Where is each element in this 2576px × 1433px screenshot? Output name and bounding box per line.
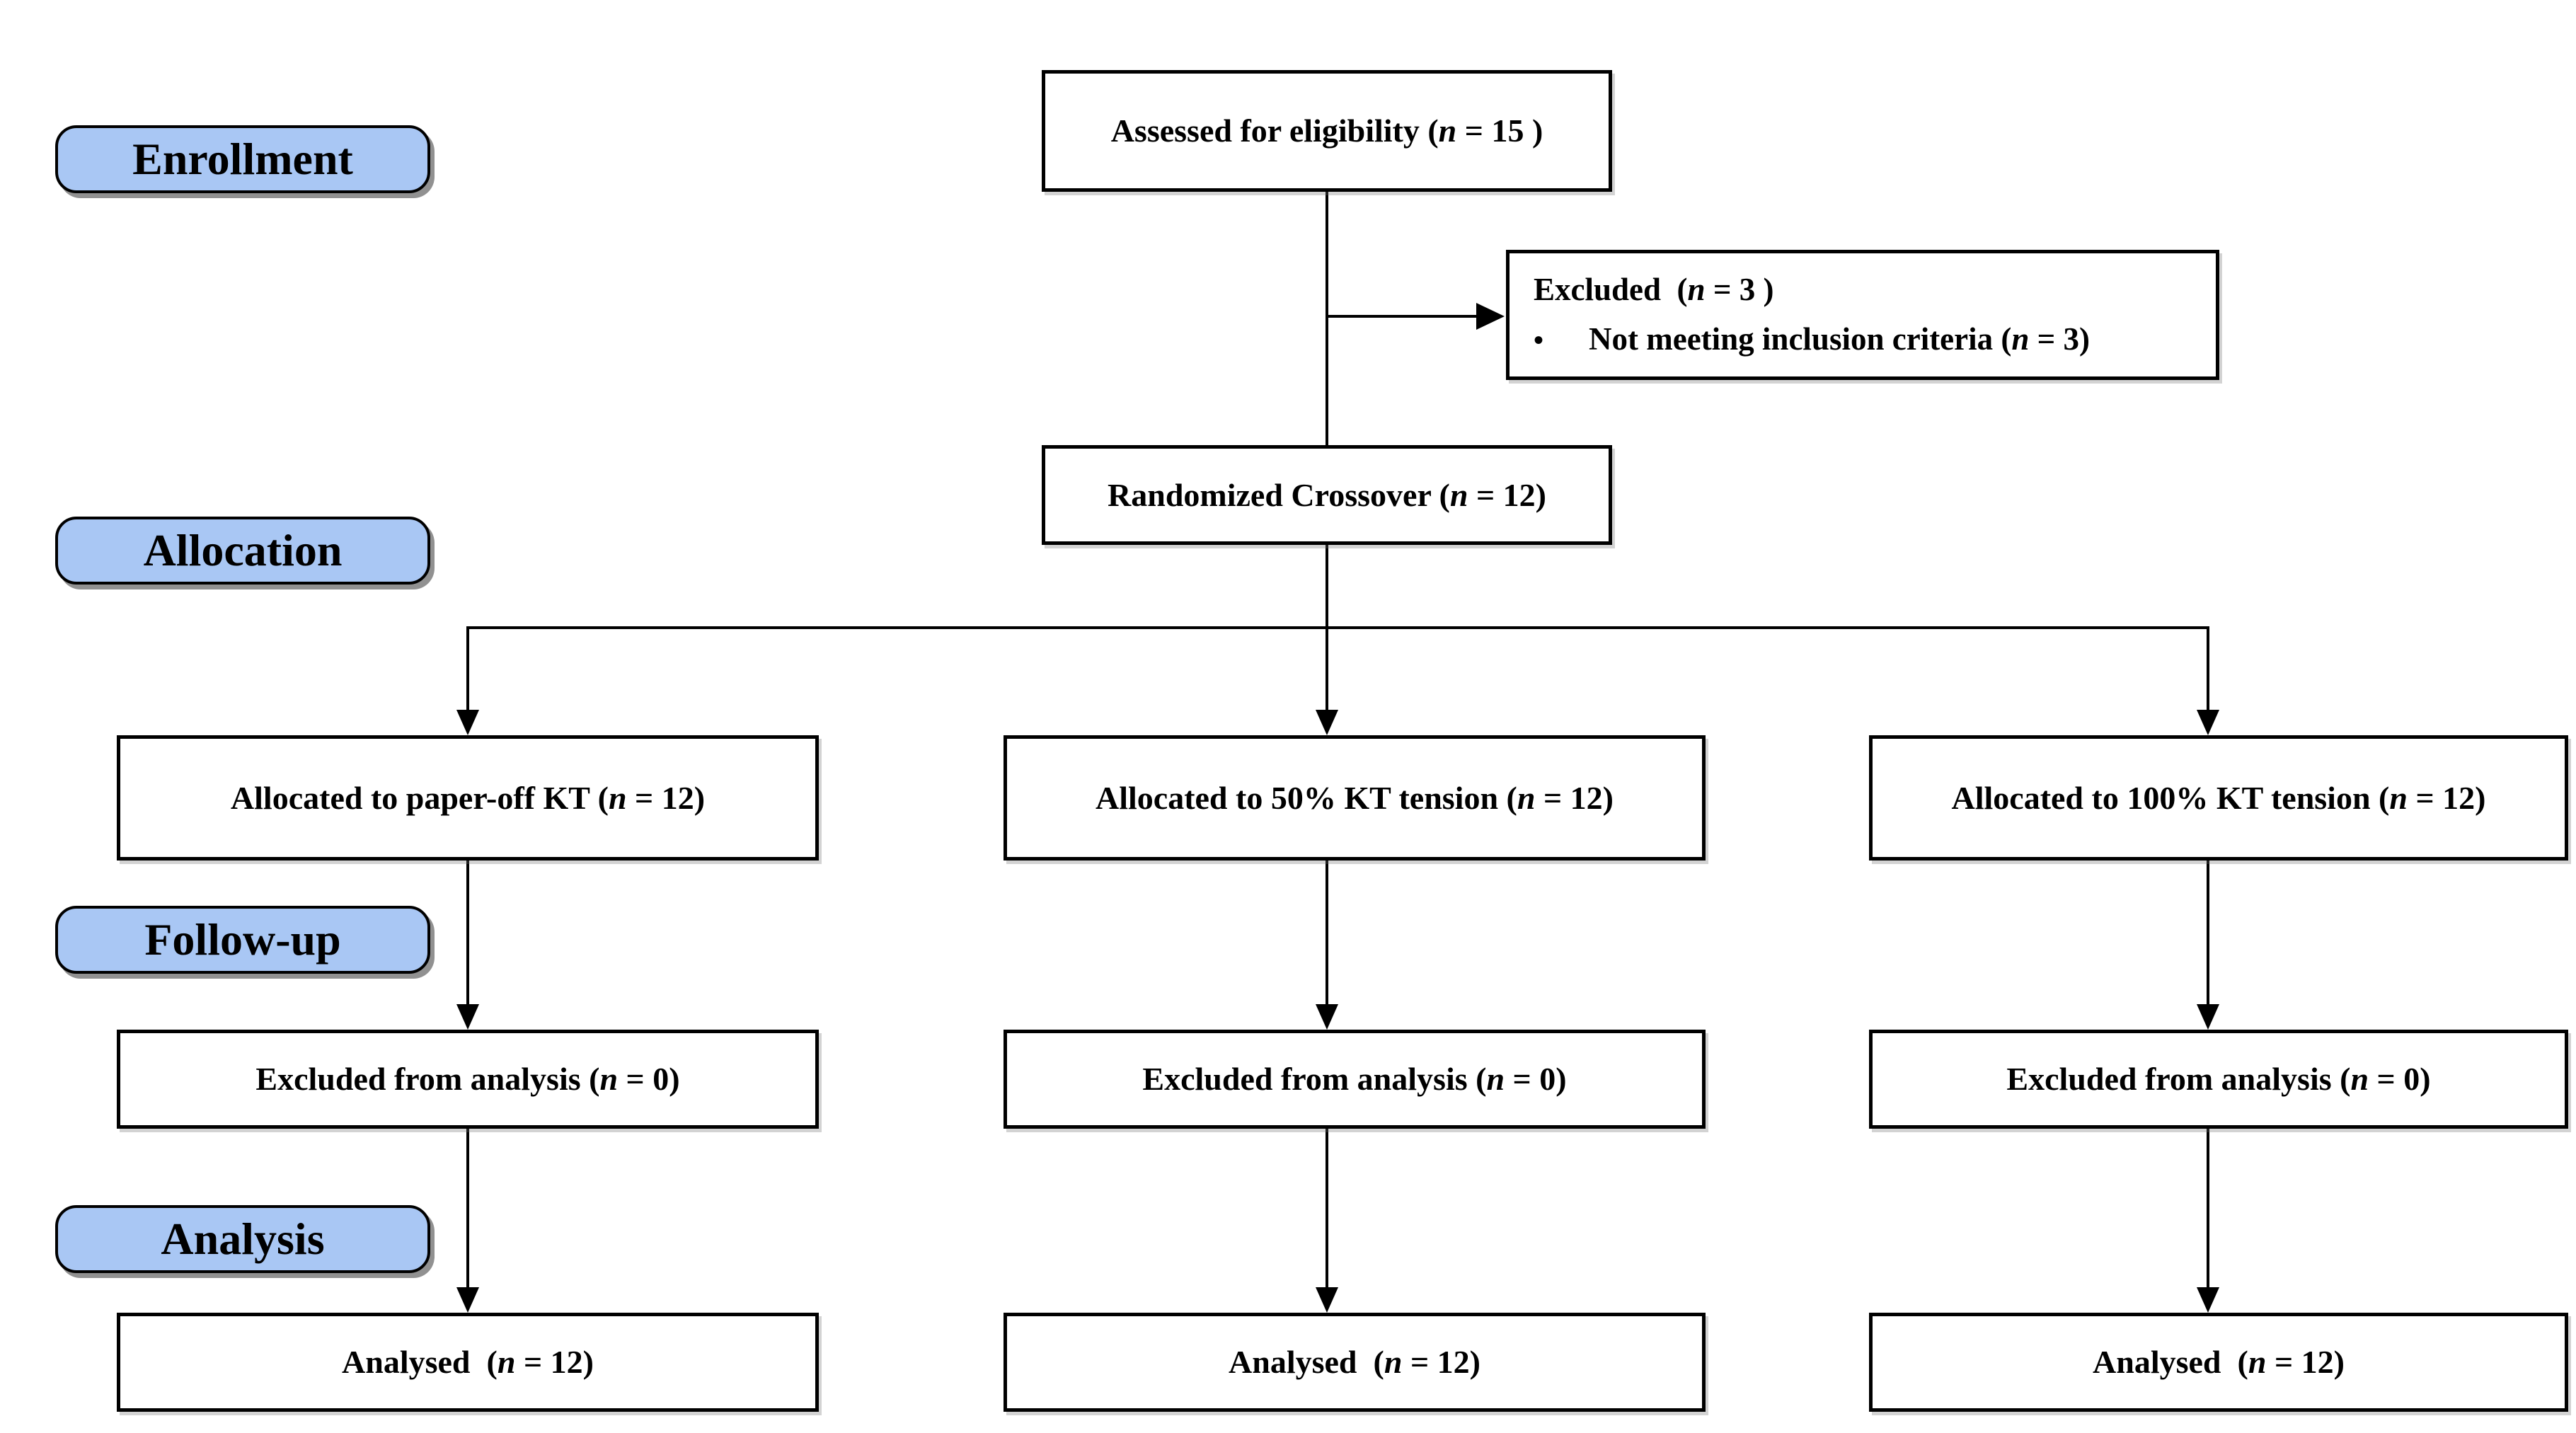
node-excluded-analysis-mid-label: Excluded from analysis (n = 0) (1142, 1061, 1567, 1098)
arrowhead-analysed-right (2197, 1287, 2219, 1313)
node-assessed-for-eligibility: Assessed for eligibility (n = 15 ) (1042, 70, 1612, 192)
arrowhead-alloc-mid (1316, 710, 1338, 735)
arrowhead-alloc-left (456, 710, 479, 735)
node-excluded-analysis-mid: Excluded from analysis (n = 0) (1004, 1030, 1706, 1129)
node-analysed-mid-label: Analysed (n = 12) (1229, 1344, 1480, 1381)
arrowhead-alloc-right (2197, 710, 2219, 735)
node-excluded-analysis-right: Excluded from analysis (n = 0) (1869, 1030, 2568, 1129)
node-allocated-50-tension-label: Allocated to 50% KT tension (n = 12) (1096, 779, 1614, 816)
stage-label-followup-text: Follow-up (144, 914, 341, 965)
node-excluded-bullet-line: • Not meeting inclusion criteria (n = 3) (1534, 315, 2090, 364)
stage-label-analysis-text: Analysis (161, 1214, 325, 1264)
stage-label-allocation: Allocation (55, 517, 430, 585)
node-excluded: Excluded (n = 3 ) • Not meeting inclusio… (1506, 250, 2219, 380)
bullet-icon: • (1534, 324, 1544, 356)
node-assessed-label: Assessed for eligibility (n = 15 ) (1110, 113, 1543, 149)
node-excluded-analysis-right-label: Excluded from analysis (n = 0) (2006, 1061, 2431, 1098)
stage-label-analysis: Analysis (55, 1205, 430, 1273)
arrowhead-excl-left (456, 1004, 479, 1030)
stage-label-enrollment-text: Enrollment (132, 134, 353, 184)
node-randomized-label: Randomized Crossover (n = 12) (1108, 476, 1546, 513)
arrowhead-excl-mid (1316, 1004, 1338, 1030)
node-analysed-left: Analysed (n = 12) (117, 1313, 819, 1412)
node-randomized-crossover: Randomized Crossover (n = 12) (1042, 445, 1612, 545)
arrowhead-excluded (1476, 303, 1505, 330)
node-excluded-bullet-text: Not meeting inclusion criteria (n = 3) (1589, 321, 2091, 357)
node-allocated-100-tension-label: Allocated to 100% KT tension (n = 12) (1951, 779, 2486, 816)
node-allocated-paper-off: Allocated to paper-off KT (n = 12) (117, 735, 819, 861)
node-allocated-paper-off-label: Allocated to paper-off KT (n = 12) (230, 779, 706, 816)
arrowhead-analysed-mid (1316, 1287, 1338, 1313)
node-allocated-100-tension: Allocated to 100% KT tension (n = 12) (1869, 735, 2568, 861)
arrowhead-analysed-left (456, 1287, 479, 1313)
node-analysed-left-label: Analysed (n = 12) (342, 1344, 594, 1381)
arrowhead-excl-right (2197, 1004, 2219, 1030)
stage-label-allocation-text: Allocation (143, 525, 343, 575)
node-analysed-right-label: Analysed (n = 12) (2093, 1344, 2345, 1381)
node-excluded-analysis-left-label: Excluded from analysis (n = 0) (255, 1061, 680, 1098)
stage-label-followup: Follow-up (55, 906, 430, 974)
node-excluded-title: Excluded (n = 3 ) (1534, 272, 1774, 308)
node-excluded-analysis-left: Excluded from analysis (n = 0) (117, 1030, 819, 1129)
node-analysed-right: Analysed (n = 12) (1869, 1313, 2568, 1412)
stage-label-enrollment: Enrollment (55, 125, 430, 193)
node-analysed-mid: Analysed (n = 12) (1004, 1313, 1706, 1412)
node-allocated-50-tension: Allocated to 50% KT tension (n = 12) (1004, 735, 1706, 861)
